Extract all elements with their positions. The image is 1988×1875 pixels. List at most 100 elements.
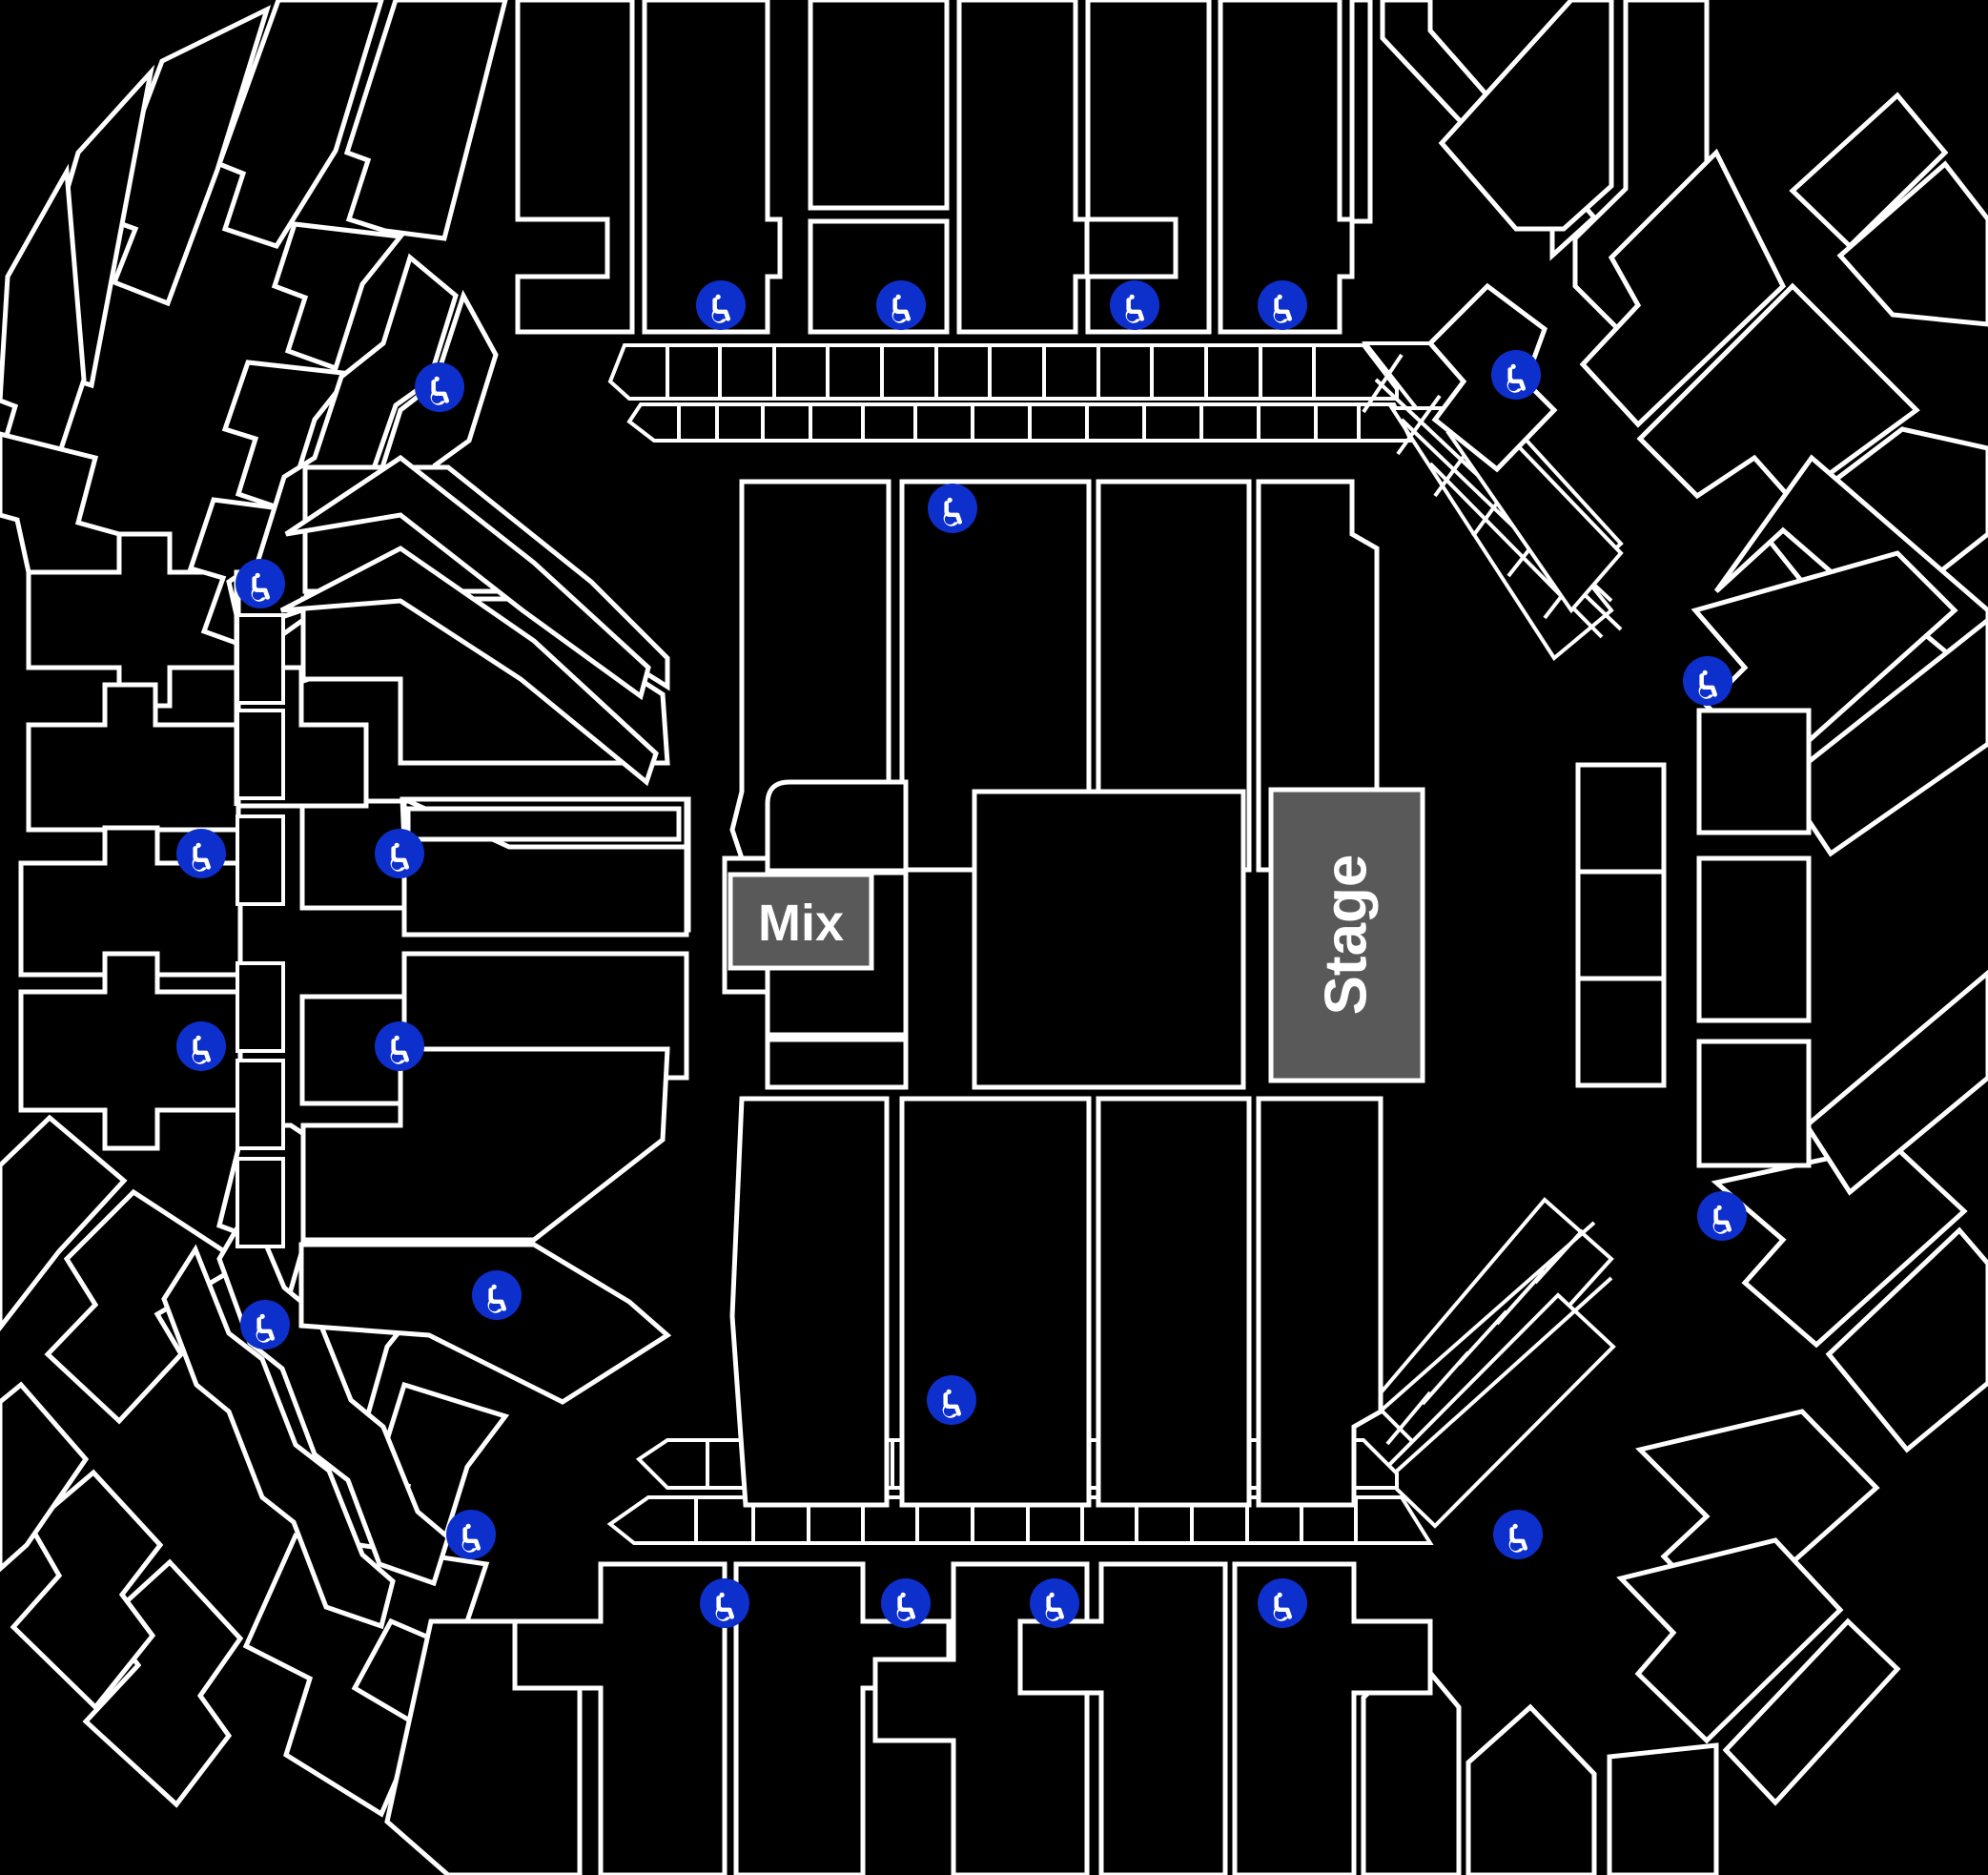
upper-section[interactable] [343, 0, 508, 241]
lower-bowl-top-right-grid[interactable] [1361, 341, 1624, 661]
accessible-marker[interactable] [375, 829, 424, 878]
accessible-marker[interactable] [700, 1578, 749, 1628]
lower-bowl-cell[interactable] [236, 709, 285, 800]
upper-section[interactable] [1836, 160, 1988, 327]
upper-section[interactable] [1722, 1617, 1901, 1806]
lower-bowl-bottom-right-grid[interactable] [1370, 1197, 1616, 1529]
lower-bowl-cell[interactable] [236, 1157, 285, 1248]
lower-bowl-row[interactable] [626, 402, 1415, 443]
upper-section[interactable] [0, 1114, 128, 1332]
floor-section[interactable] [1256, 479, 1380, 873]
upper-section[interactable] [1575, 869, 1667, 981]
floor-section[interactable] [899, 1096, 1092, 1508]
special-areas[interactable]: Mix Stage [728, 787, 1425, 1083]
upper-section[interactable] [161, 1244, 396, 1630]
upper-section[interactable] [1696, 855, 1812, 1023]
upper-section[interactable] [10, 1469, 164, 1711]
accessible-marker[interactable] [236, 559, 285, 608]
upper-section[interactable] [271, 221, 405, 372]
lower-bowl-wedge[interactable] [298, 1242, 672, 1405]
upper-section[interactable] [0, 1381, 90, 1573]
upper-section[interactable] [1085, 0, 1212, 335]
floor-section[interactable] [1096, 1096, 1252, 1508]
floor-sections-lower[interactable] [729, 1096, 1383, 1508]
floor-section[interactable] [729, 1096, 890, 1508]
upper-section[interactable] [1616, 1537, 1844, 1744]
upper-section[interactable] [216, 1201, 451, 1587]
upper-section[interactable] [1636, 282, 1920, 505]
accessible-marker[interactable] [927, 1375, 976, 1425]
upper-ring-corner-bl[interactable] [161, 1201, 451, 1630]
stage-box[interactable] [1268, 787, 1425, 1083]
upper-section[interactable] [0, 431, 122, 575]
accessible-marker[interactable] [240, 1300, 290, 1350]
upper-section[interactable] [1438, 0, 1614, 232]
upper-section[interactable] [1789, 92, 1949, 250]
upper-section[interactable] [1017, 1561, 1228, 1875]
accessible-marker[interactable] [415, 362, 464, 412]
upper-ring-right-boxes[interactable] [1575, 708, 1812, 1168]
lower-bowl-spoke[interactable] [284, 454, 651, 701]
upper-section[interactable] [242, 1533, 490, 1818]
accessible-marker[interactable] [176, 829, 226, 878]
upper-section[interactable] [1607, 1742, 1719, 1875]
accessible-marker[interactable] [1258, 1578, 1307, 1628]
floor-section[interactable] [765, 1037, 909, 1090]
floor-section[interactable] [1256, 1096, 1383, 1508]
upper-section[interactable] [1575, 976, 1667, 1088]
upper-ring-bottom-right[interactable] [1361, 1409, 1901, 1875]
accessible-marker[interactable] [876, 280, 926, 330]
upper-ring-bottom[interactable] [512, 1561, 1433, 1875]
floor-section[interactable] [765, 779, 909, 874]
floor-center-blocks[interactable] [722, 779, 1246, 1090]
accessible-marker[interactable] [375, 1021, 424, 1071]
lower-bowl-spoke[interactable] [279, 546, 659, 787]
upper-section[interactable] [1803, 969, 1988, 1196]
upper-section[interactable] [1575, 762, 1667, 875]
accessible-marker[interactable] [696, 280, 746, 330]
upper-section[interactable] [1779, 616, 1988, 857]
mix-area[interactable]: Mix [728, 872, 874, 971]
upper-section[interactable] [1465, 1703, 1597, 1875]
accessible-marker[interactable] [1030, 1578, 1079, 1628]
upper-section[interactable] [0, 163, 87, 479]
accessible-marker[interactable] [1697, 1191, 1747, 1241]
accessible-marker[interactable] [928, 484, 977, 533]
upper-ring-top-left[interactable] [0, 0, 508, 1151]
upper-section[interactable] [215, 0, 384, 249]
upper-ring-right[interactable] [1691, 454, 1988, 1453]
floor-left-wedges[interactable] [405, 806, 682, 842]
upper-section[interactable] [1696, 708, 1812, 835]
accessible-marker[interactable] [881, 1578, 931, 1628]
accessible-marker[interactable] [446, 1510, 496, 1559]
accessible-marker[interactable] [1493, 1510, 1543, 1559]
lower-bowl-left-spokes[interactable] [279, 454, 659, 787]
accessible-marker[interactable] [1110, 280, 1159, 330]
lower-bowl-row[interactable] [1378, 1292, 1616, 1529]
upper-section[interactable] [1825, 1226, 1988, 1453]
lower-bowl-row[interactable] [607, 343, 1399, 401]
upper-section[interactable] [1696, 1039, 1812, 1168]
upper-section[interactable] [512, 1561, 728, 1875]
upper-section[interactable] [1218, 0, 1355, 335]
lower-bowl-cell[interactable] [236, 613, 285, 705]
accessible-marker[interactable] [472, 1270, 522, 1320]
upper-section[interactable] [956, 0, 1090, 335]
lower-bowl-cell[interactable] [236, 1059, 285, 1150]
upper-section[interactable] [515, 0, 635, 335]
upper-section[interactable] [99, 5, 272, 307]
floor-section[interactable] [972, 789, 1246, 1090]
upper-section[interactable] [642, 0, 783, 335]
lower-bowl-cell[interactable] [236, 961, 285, 1053]
floor-section[interactable] [405, 806, 682, 842]
upper-ring-top[interactable] [515, 0, 1373, 335]
stage-area[interactable]: Stage [1268, 787, 1425, 1083]
mix-box[interactable] [728, 872, 874, 971]
lower-bowl-top-rows[interactable] [607, 343, 1415, 443]
accessible-marker[interactable] [1683, 656, 1732, 706]
upper-section[interactable] [808, 0, 950, 211]
lower-bowl-cell[interactable] [236, 814, 285, 906]
lower-bowl-left-strip[interactable] [236, 613, 285, 1248]
